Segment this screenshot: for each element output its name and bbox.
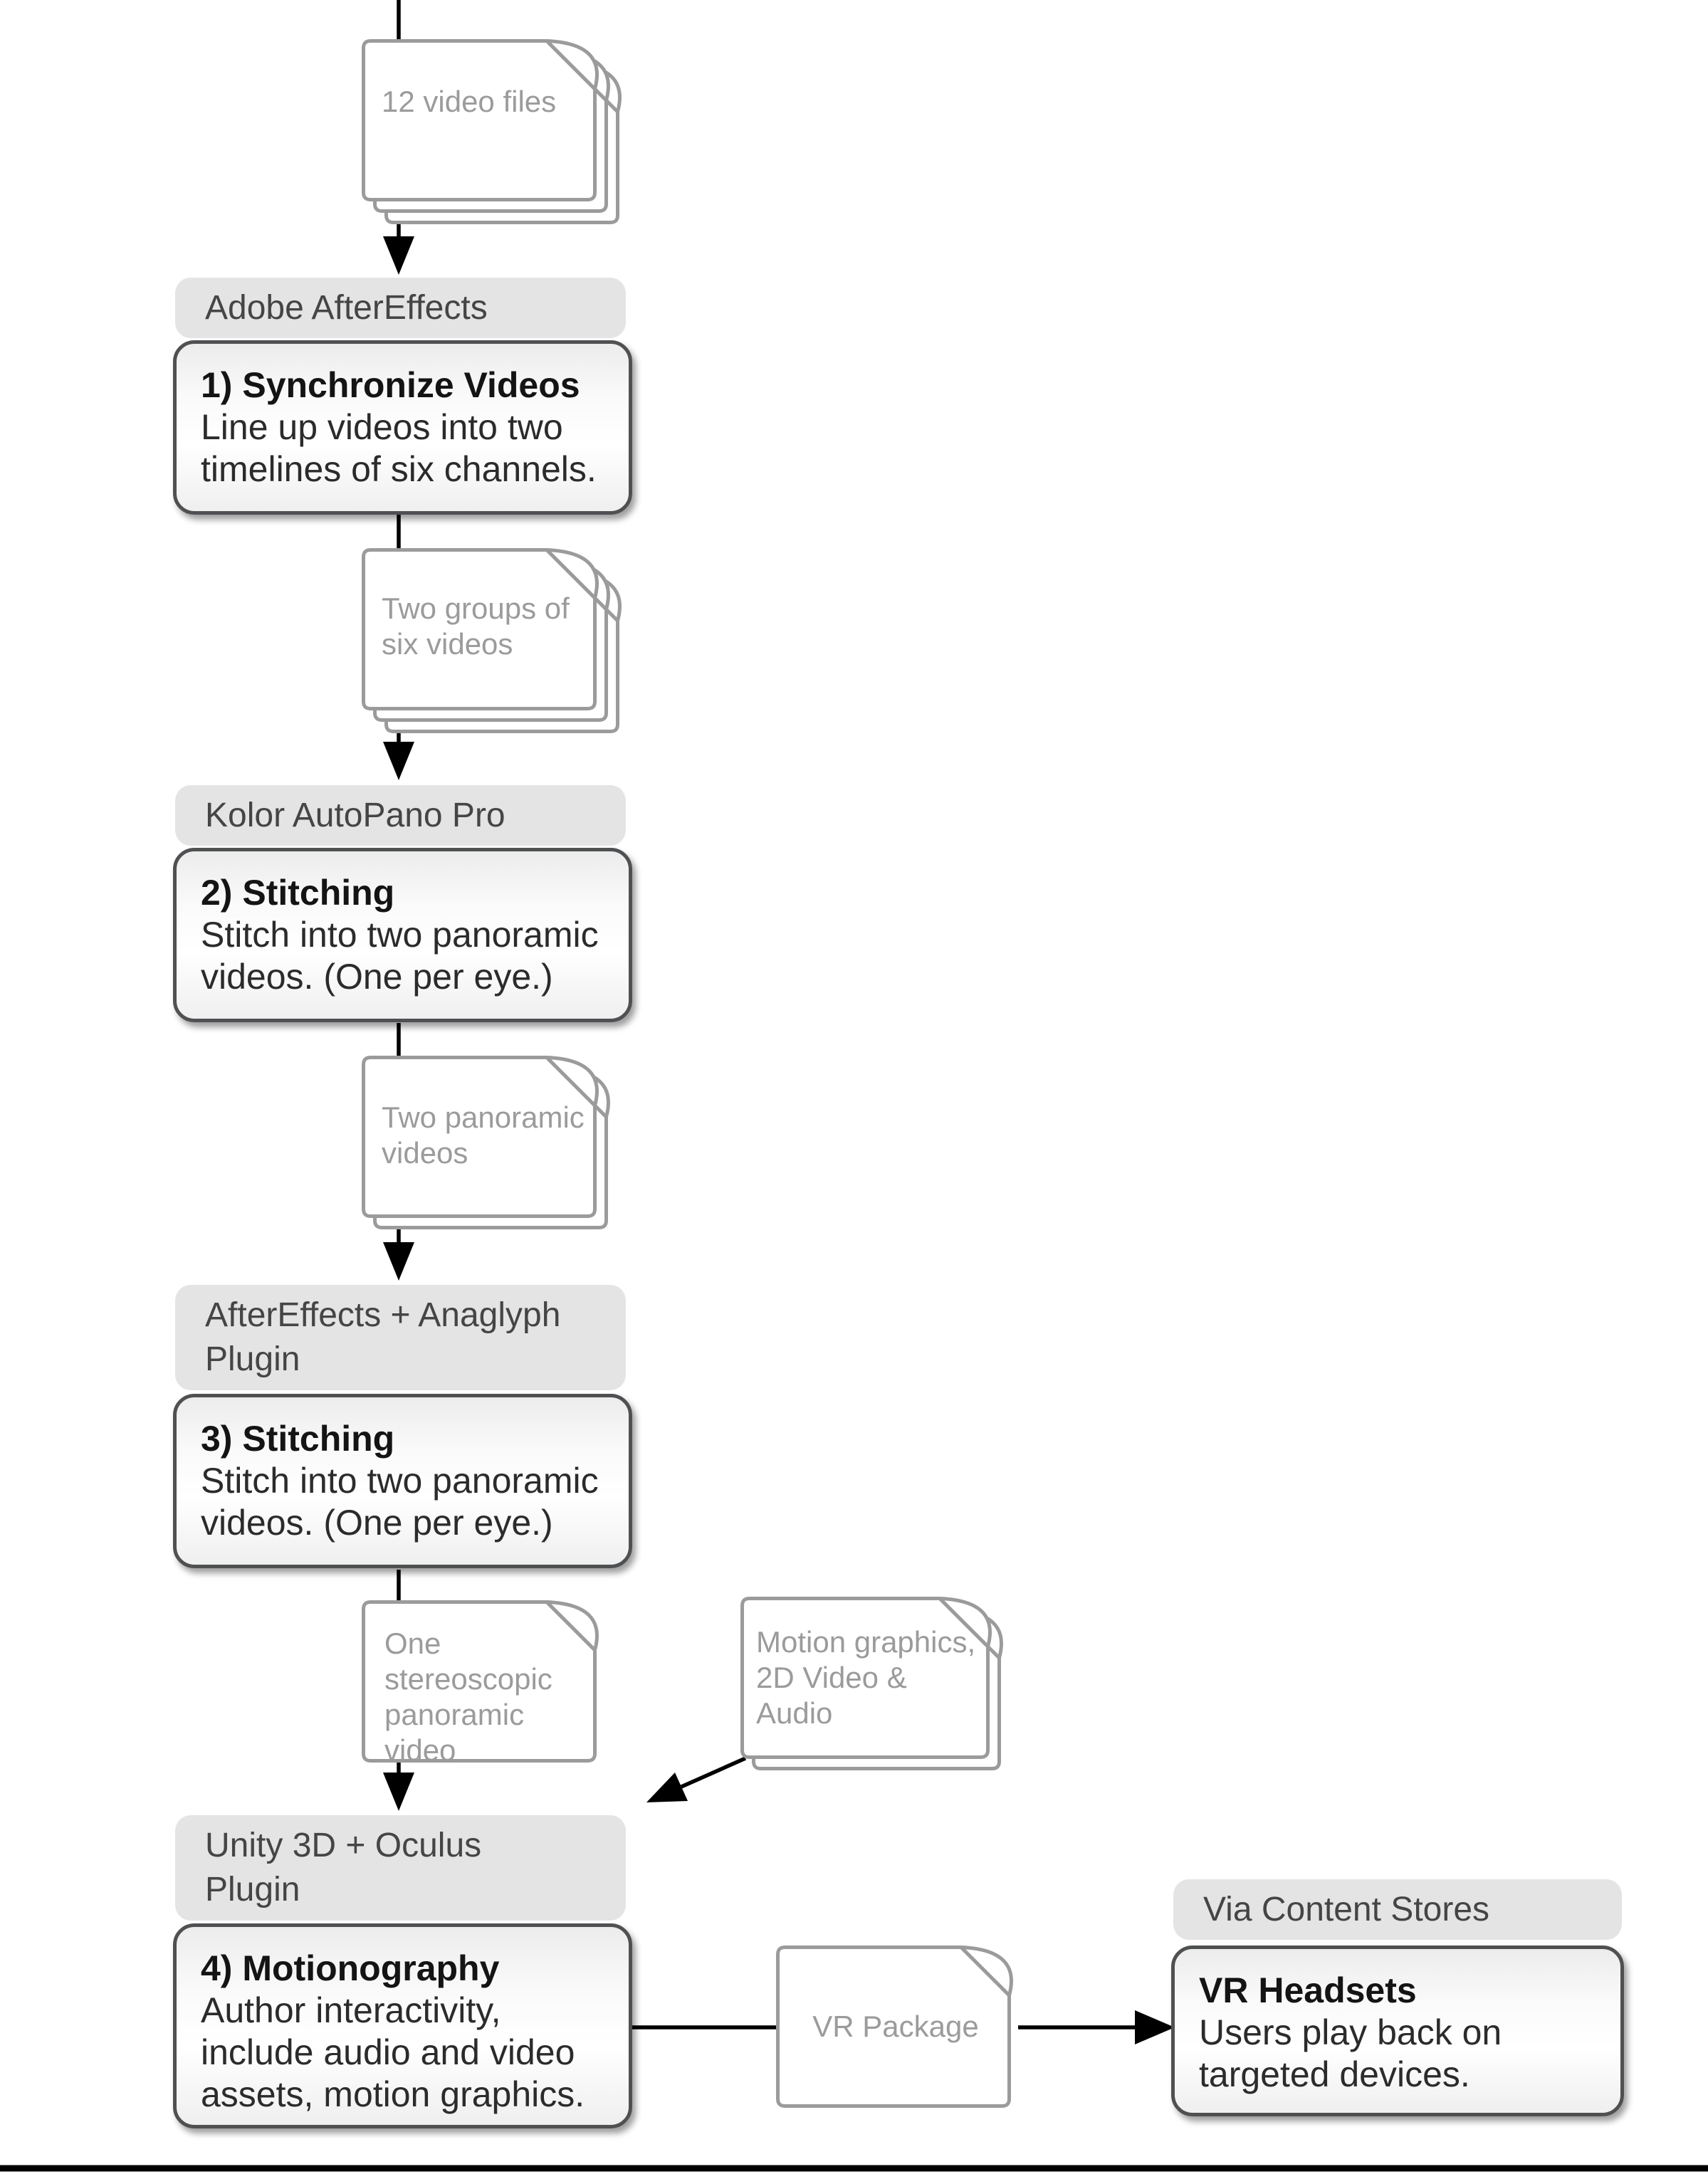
stage2-process-box: 2) Stitching Stitch into two panoramic v… (173, 848, 632, 1022)
doc-label-two-panoramic: Two panoramic videos (382, 1101, 585, 1170)
playback-description: Users play back on targeted devices. (1199, 2012, 1502, 2094)
stage4-tool-header: Unity 3D + Oculus Plugin (175, 1815, 626, 1921)
document-stack-video-files-icon (362, 39, 622, 224)
stage3-process-box: 3) Stitching Stitch into two panoramic v… (173, 1394, 632, 1568)
stage2-title: 2) Stitching (201, 873, 395, 913)
document-stack-motion-graphics-icon (740, 1597, 1003, 1770)
playback-title: VR Headsets (1199, 1970, 1417, 2010)
stage1-title: 1) Synchronize Videos (201, 365, 580, 405)
stage4-process-box: 4) Motionography Author interactivity, i… (173, 1923, 632, 2128)
stage3-description: Stitch into two panoramic videos. (One p… (201, 1461, 599, 1543)
arrowhead-into-headsets (1135, 2010, 1175, 2044)
document-stack-two-groups-icon (362, 548, 622, 733)
stage1-description: Line up videos into two timelines of six… (201, 407, 597, 489)
stage2-tool-header: Kolor AutoPano Pro (175, 785, 626, 846)
arrowhead-motion-into-stage4 (646, 1773, 688, 1802)
arrowhead-into-stage3 (383, 1242, 414, 1281)
doc-label-stereo: One stereoscopic panoramic video (384, 1627, 552, 1767)
document-vr-package-icon (776, 1945, 1013, 2108)
doc-label-two-groups: Two groups of six videos (382, 592, 570, 661)
doc-label-vr-package: VR Package (812, 2010, 979, 2043)
document-stereo-panoramic-icon (362, 1600, 599, 1763)
stage3-tool-header: AfterEffects + Anaglyph Plugin (175, 1285, 626, 1390)
stage1-process-box: 1) Synchronize Videos Line up videos int… (173, 340, 632, 515)
stage4-description: Author interactivity, include audio and … (201, 1990, 585, 2114)
stage1-tool-header: Adobe AfterEffects (175, 278, 626, 338)
playback-channel-header: Via Content Stores (1173, 1879, 1622, 1940)
playback-box: VR Headsets Users play back on targeted … (1171, 1945, 1624, 2116)
stage4-title: 4) Motionography (201, 1948, 500, 1988)
stage2-description: Stitch into two panoramic videos. (One p… (201, 915, 599, 997)
document-stack-two-panoramic-icon (362, 1056, 610, 1229)
arrowhead-into-stage4 (383, 1773, 414, 1811)
arrowhead-into-stage1 (383, 236, 414, 275)
arrow-line-motion-to-stage4 (680, 1756, 747, 1789)
arrowhead-into-stage2 (383, 742, 414, 780)
doc-label-motion: Motion graphics, 2D Video & Audio (756, 1625, 976, 1730)
stage3-title: 3) Stitching (201, 1419, 395, 1459)
doc-label-video-files: 12 video files (382, 85, 557, 118)
